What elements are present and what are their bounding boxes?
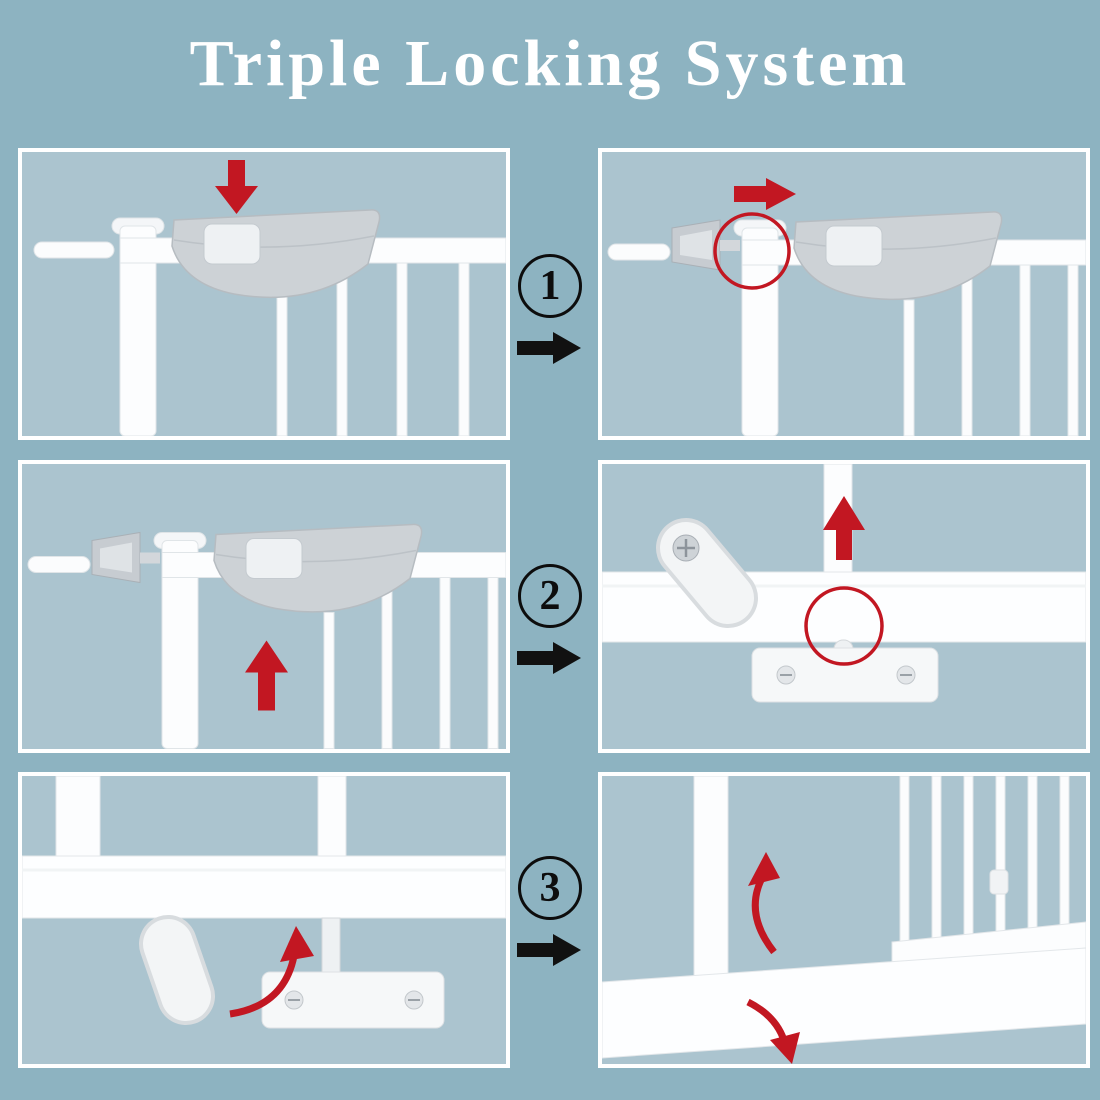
gate-frame-left (55, 776, 101, 869)
step-marker-1: 1 (502, 254, 598, 366)
lock-handle (171, 209, 381, 299)
gate-top-lift-illustration (27, 523, 506, 749)
gate-bottom-rail (602, 571, 1086, 643)
base-plate (751, 647, 939, 703)
step-marker-3: 3 (502, 856, 598, 968)
gate-open-illustration (602, 776, 1086, 1064)
bottom-lock-closeup-illustration (602, 464, 1086, 703)
lock-handle (213, 523, 423, 613)
gate-top-latch-illustration (607, 178, 1086, 436)
gate-frame-left (693, 776, 729, 989)
step-marker-2: 2 (502, 564, 598, 676)
red-up-arrow-icon (823, 496, 865, 560)
step-number-3: 3 (518, 856, 582, 920)
lock-lever (656, 518, 758, 628)
black-right-arrow-icon (517, 332, 581, 364)
red-right-arrow-icon (734, 178, 796, 210)
gate-frame (607, 219, 1086, 436)
red-up-arrow-icon (245, 640, 288, 711)
panel-step3-after (598, 772, 1090, 1068)
gate-bottom-rail (22, 855, 506, 919)
gate-bottom-rail (602, 947, 1086, 1059)
panel-step2-before (18, 460, 510, 753)
red-down-arrow-icon (215, 160, 258, 214)
panel-step1-after (598, 148, 1090, 440)
red-curved-arrow-down-icon (746, 998, 800, 1064)
page-title: Triple Locking System (189, 27, 911, 100)
bottom-lever-illustration (22, 776, 506, 1029)
base-plate (261, 971, 445, 1029)
lock-handle (793, 211, 1003, 301)
panel-step3-before (18, 772, 510, 1068)
door-latch (989, 869, 1009, 895)
lock-pin (321, 917, 341, 977)
red-curved-arrow-icon (229, 926, 314, 1018)
gate-bar-vertical (317, 776, 347, 863)
panel-step1-before (18, 148, 510, 440)
red-highlight-circle (804, 586, 884, 666)
black-right-arrow-icon (517, 934, 581, 966)
red-highlight-circle (713, 212, 791, 290)
gate-top-lock-illustration (33, 160, 506, 436)
red-curved-arrow-up-icon (748, 852, 780, 955)
step-number-1: 1 (518, 254, 582, 318)
lock-lever (139, 915, 215, 1025)
gate-door (891, 776, 1086, 969)
panel-step2-after (598, 460, 1090, 753)
step-number-2: 2 (518, 564, 582, 628)
black-right-arrow-icon (517, 642, 581, 674)
